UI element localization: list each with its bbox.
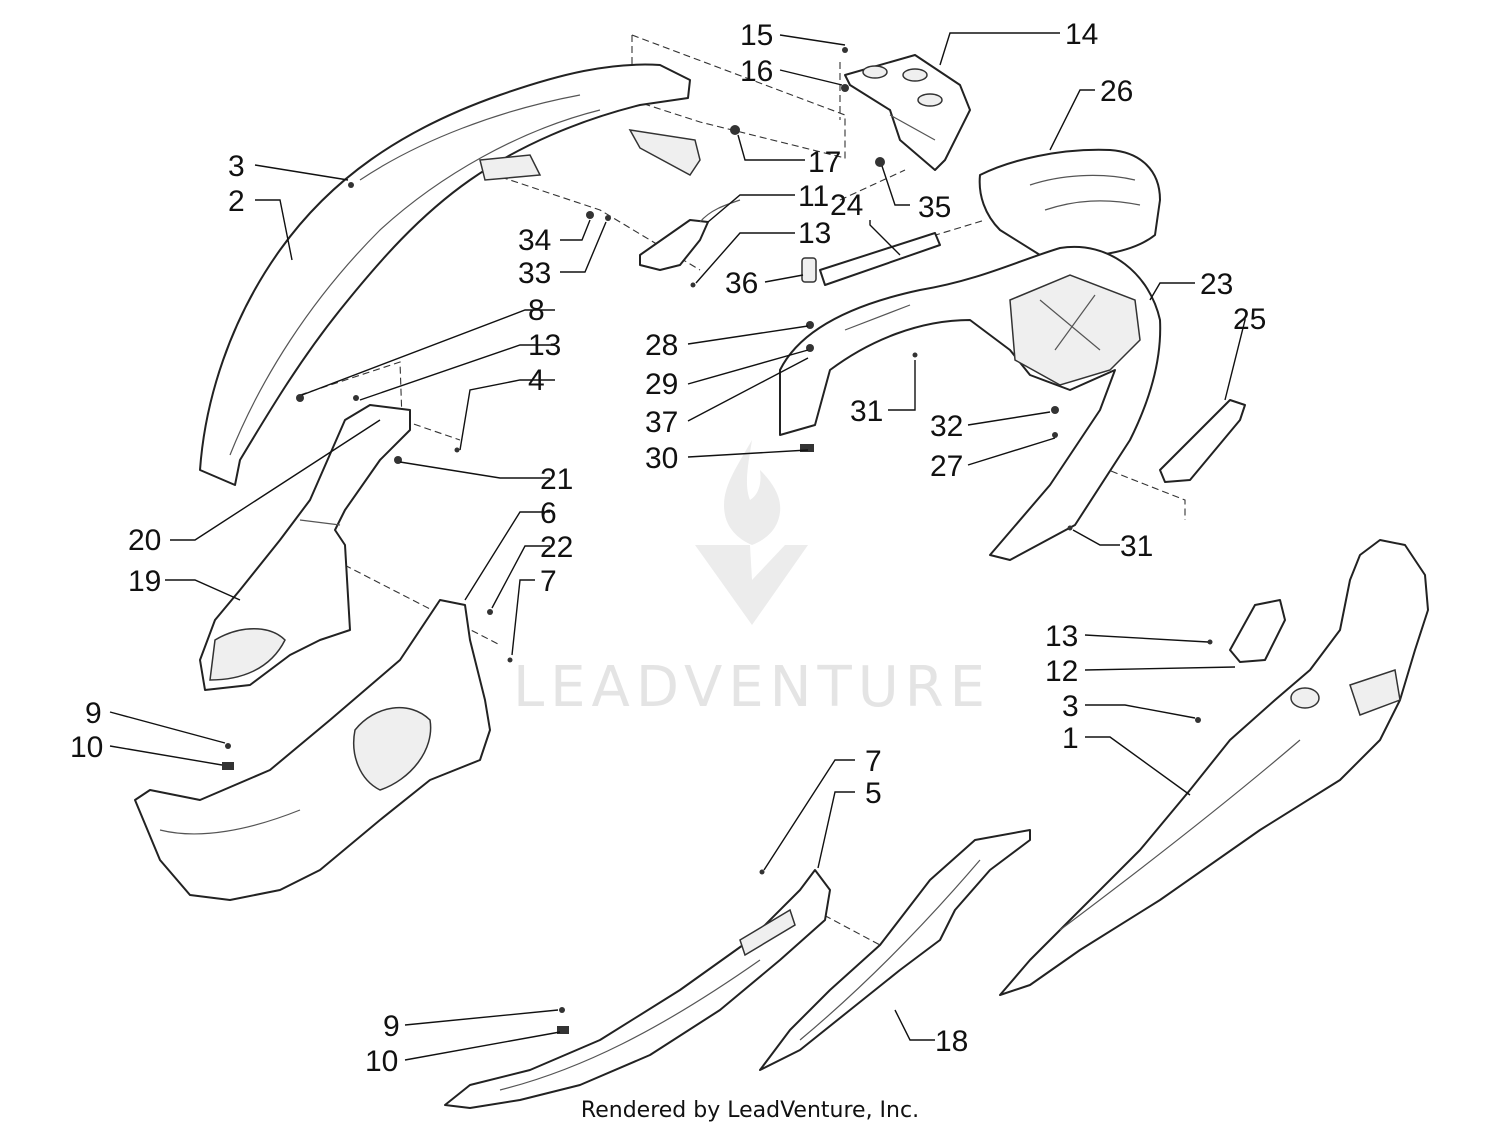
part-1-right-side-panel [999, 539, 1429, 996]
callout-31-right: 31 [1120, 530, 1153, 563]
callout-3-right: 3 [1062, 690, 1079, 723]
callout-13-mid: 13 [528, 329, 561, 362]
part-18-lower-trim [759, 829, 1031, 1071]
watermark-text: LEADVENTURE [513, 655, 991, 720]
callout-32: 32 [930, 410, 963, 443]
callout-12: 12 [1045, 655, 1078, 688]
callout-5: 5 [865, 777, 882, 810]
callout-33: 33 [518, 257, 551, 290]
part-2-upper-side-panel [199, 63, 701, 486]
callout-36: 36 [725, 267, 758, 300]
callout-10-lower: 10 [365, 1045, 398, 1078]
callout-6: 6 [540, 497, 557, 530]
callout-27: 27 [930, 450, 963, 483]
watermark-v-logo-icon [695, 545, 808, 625]
fasteners [222, 47, 1213, 1034]
callout-25: 25 [1233, 303, 1266, 336]
callout-10-left: 10 [70, 731, 103, 764]
callout-26: 26 [1100, 75, 1133, 108]
callout-8: 8 [528, 294, 545, 327]
callout-13-upper: 13 [798, 217, 831, 250]
part-12-clip [1229, 599, 1286, 663]
callout-4: 4 [528, 364, 545, 397]
callout-30: 30 [645, 442, 678, 475]
callout-28: 28 [645, 329, 678, 362]
callout-21: 21 [540, 463, 573, 496]
callout-18: 18 [935, 1025, 968, 1058]
callout-19: 19 [128, 565, 161, 598]
callout-3-upper: 3 [228, 150, 245, 183]
callout-35: 35 [918, 191, 951, 224]
part-11-bracket [639, 199, 741, 271]
part-6-lower-left-panel [134, 599, 491, 901]
part-25-strip [1159, 399, 1246, 483]
part-19-inner-panel [199, 404, 411, 691]
leader-lines [109, 32, 1246, 1061]
watermark-flame-icon [724, 440, 781, 545]
part-5-lower-panel [444, 869, 831, 1109]
callout-24: 24 [830, 189, 863, 222]
callout-2: 2 [228, 185, 245, 218]
part-24-strip [819, 232, 941, 286]
part-14-rear-plate [844, 54, 971, 171]
callout-7-lower: 7 [865, 745, 882, 778]
callout-37: 37 [645, 406, 678, 439]
callout-31-left: 31 [850, 395, 883, 428]
callout-11: 11 [798, 180, 829, 213]
callout-23: 23 [1200, 268, 1233, 301]
callout-9-lower: 9 [383, 1010, 400, 1043]
callout-1: 1 [1062, 722, 1079, 755]
watermark: LEADVENTURE [513, 440, 991, 720]
callout-16: 16 [740, 55, 773, 88]
part-23-rear-rack [779, 245, 1162, 561]
callout-29: 29 [645, 368, 678, 401]
footer-credit: Rendered by LeadVenture, Inc. [581, 1098, 919, 1123]
callout-9-left: 9 [85, 697, 102, 730]
callout-15: 15 [740, 19, 773, 52]
part-26-pad [978, 148, 1161, 258]
callout-13-right: 13 [1045, 620, 1078, 653]
callout-22: 22 [540, 531, 573, 564]
callout-34: 34 [518, 224, 551, 257]
callout-7-left: 7 [540, 565, 557, 598]
callout-14: 14 [1065, 18, 1098, 51]
callout-labels: 15 16 14 26 3 2 17 11 13 24 35 34 33 36 … [70, 18, 1266, 1078]
callout-20: 20 [128, 524, 161, 557]
callout-17: 17 [808, 146, 841, 179]
